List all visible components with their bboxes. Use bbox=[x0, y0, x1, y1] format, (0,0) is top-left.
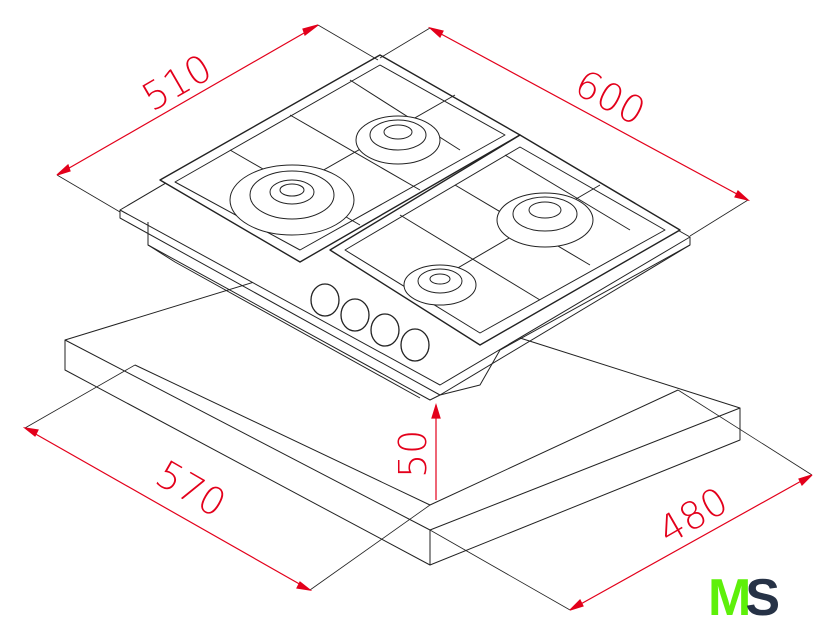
dim-label-600: 600 bbox=[568, 61, 653, 134]
burner-back bbox=[355, 115, 441, 165]
dim-label-50: 50 bbox=[391, 430, 435, 478]
dim-label-570: 570 bbox=[149, 452, 234, 526]
dim-label-510: 510 bbox=[135, 45, 220, 119]
hob bbox=[119, 54, 691, 401]
burner-large bbox=[229, 164, 355, 236]
logo-s: S bbox=[745, 569, 780, 627]
dim-line-600 bbox=[429, 27, 749, 201]
dim-line-570 bbox=[24, 427, 311, 591]
burner-front bbox=[403, 264, 477, 306]
dim-line-480 bbox=[569, 474, 813, 611]
logo-m: M bbox=[708, 569, 751, 627]
dim-line-510 bbox=[56, 24, 319, 176]
dimension-lines bbox=[22, 24, 813, 611]
knob-4 bbox=[400, 328, 430, 362]
knob-1 bbox=[310, 283, 340, 317]
ms-logo: MS bbox=[708, 569, 780, 627]
burner-right bbox=[496, 192, 594, 248]
extension-lines bbox=[24, 24, 813, 611]
knob-3 bbox=[370, 313, 400, 347]
control-knobs bbox=[310, 283, 430, 362]
knob-2 bbox=[340, 298, 370, 332]
